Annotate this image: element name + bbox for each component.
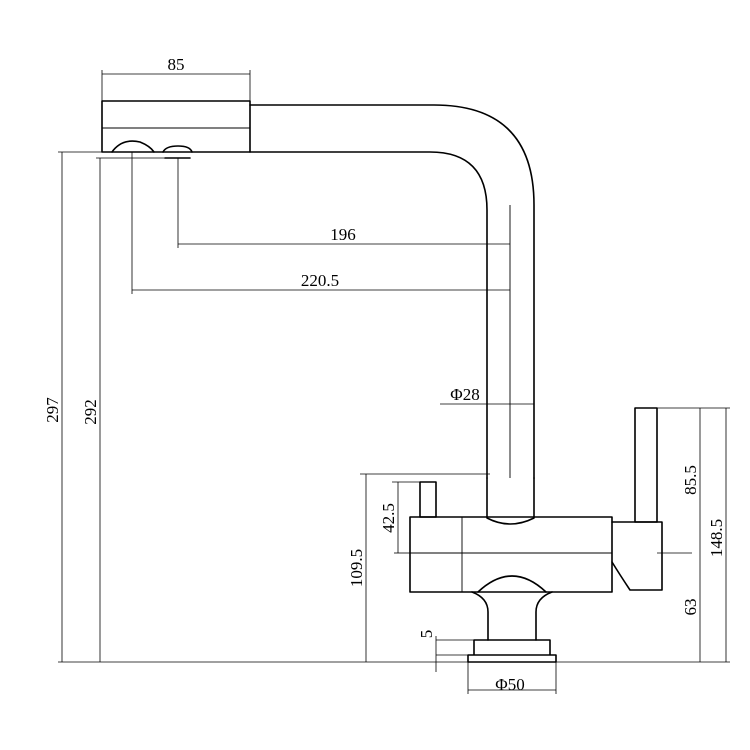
dim-297: 297 bbox=[43, 397, 62, 423]
dim-5: 5 bbox=[417, 630, 436, 639]
left-lever-handle bbox=[419, 481, 437, 518]
right-lever-handle bbox=[634, 407, 658, 523]
dimension-labels: 85 196 220.5 Φ28 297 292 85.5 148.5 63 1… bbox=[43, 55, 726, 694]
aerator-outlet-right bbox=[162, 145, 193, 159]
aerator-outlet-left bbox=[111, 140, 155, 153]
right-cartridge bbox=[611, 521, 663, 591]
faucet-outline bbox=[101, 100, 663, 663]
dim-196: 196 bbox=[330, 225, 356, 244]
mixer-body bbox=[409, 516, 613, 593]
spout-collar bbox=[486, 477, 535, 525]
dim-292: 292 bbox=[81, 399, 100, 425]
faucet-base bbox=[467, 639, 557, 663]
dim-148-5: 148.5 bbox=[707, 519, 726, 557]
spout-head bbox=[101, 100, 251, 153]
dim-220-5: 220.5 bbox=[301, 271, 339, 290]
dimension-lines bbox=[58, 70, 730, 694]
dim-42-5: 42.5 bbox=[379, 503, 398, 533]
dim-phi-50: Φ50 bbox=[495, 675, 524, 694]
dim-109-5: 109.5 bbox=[347, 549, 366, 587]
dim-85: 85 bbox=[168, 55, 185, 74]
dim-phi-28: Φ28 bbox=[450, 385, 479, 404]
spout-tube-inner bbox=[249, 151, 488, 479]
dim-63: 63 bbox=[681, 599, 700, 616]
spout-tube-outer bbox=[249, 104, 535, 479]
body-saddle bbox=[477, 575, 547, 593]
body-neck bbox=[471, 591, 553, 641]
dim-85-5: 85.5 bbox=[681, 465, 700, 495]
